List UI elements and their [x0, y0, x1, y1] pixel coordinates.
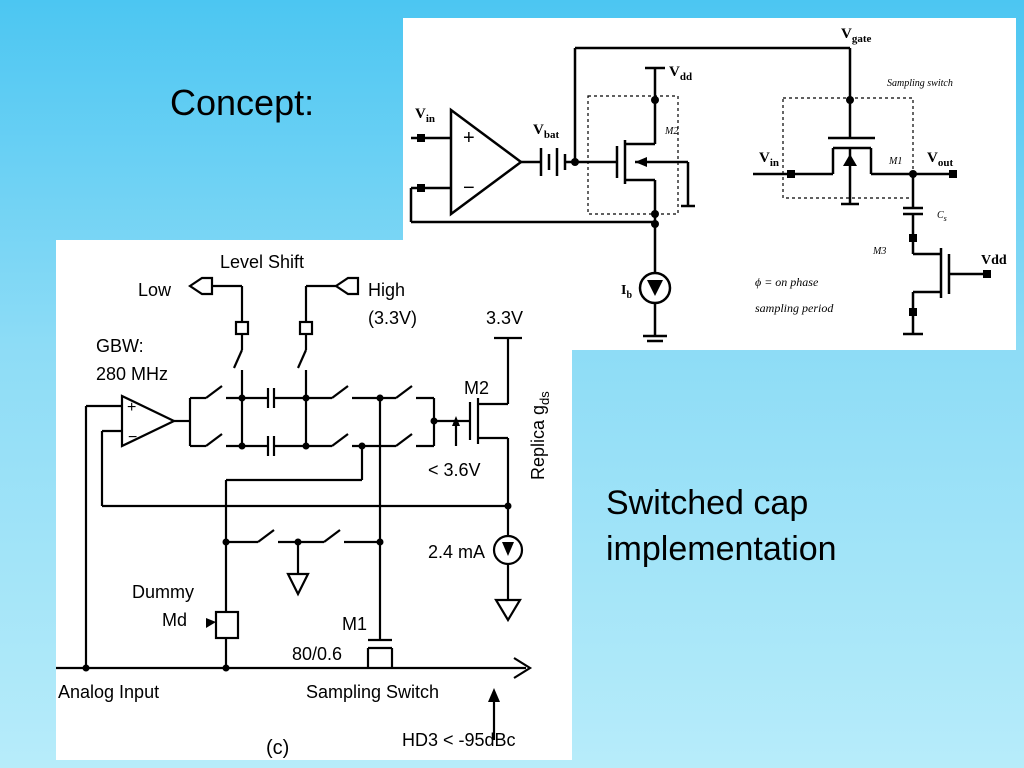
phi-line-2: sampling period [755, 301, 834, 315]
bias-current-label: 2.4 mA [428, 542, 485, 562]
switched-cap-diagram: + − Level Shift Low High (3.3V) 3.3V GBW… [56, 252, 552, 759]
opamp-symbol [449, 107, 524, 217]
phi-line-1: ϕ = on phase [755, 275, 819, 289]
m1-size-label: 80/0.6 [292, 644, 342, 664]
vbat-label: Vbat [533, 122, 559, 141]
level-shift-label: Level Shift [220, 252, 304, 272]
gbw-value: 280 MHz [96, 364, 168, 384]
md-label: Md [162, 610, 187, 630]
vin2-label: Vin [759, 150, 779, 169]
gbw-label: GBW: [96, 336, 144, 356]
caption-line-1: Switched cap [606, 484, 809, 522]
switched-cap-panel: + − Level Shift Low High (3.3V) 3.3V GBW… [56, 240, 572, 760]
supply-33v-label: 3.3V [486, 308, 523, 328]
high-voltage-label: (3.3V) [368, 308, 417, 328]
vgate-label: Vgate [841, 26, 872, 45]
analog-input-label: Analog Input [58, 682, 159, 702]
replica-gds-label: Replica gds [528, 391, 552, 480]
hd3-label: HD3 < -95dBc [402, 730, 516, 750]
svg-text:−: − [128, 429, 137, 446]
vout-label: Vout [927, 150, 953, 169]
caption-line-2: implementation [606, 530, 837, 568]
svg-text:+: + [463, 127, 475, 149]
dummy-label: Dummy [132, 582, 194, 602]
figure-label: (c) [266, 737, 289, 759]
m2-label: M2 [464, 378, 489, 398]
high-label: High [368, 280, 405, 300]
concept-heading: Concept: [170, 82, 315, 123]
m3-label: M3 [872, 246, 886, 257]
m2-label: M2 [664, 126, 678, 137]
vdd-right-label: Vdd [981, 253, 1007, 268]
m1-label: M1 [888, 156, 902, 167]
cs-label: Cs [937, 210, 947, 223]
m1-label: M1 [342, 614, 367, 634]
ib-label: Ib [621, 283, 632, 301]
concept-circuit-diagram: + − Vin Vbat Vgate Vdd M2 Ib Sampling sw… [409, 26, 1007, 343]
sampling-switch-label: Sampling switch [887, 78, 953, 89]
low-label: Low [138, 280, 172, 300]
opamp-symbol [120, 394, 177, 448]
vdd-top-label: Vdd [669, 64, 692, 83]
switched-cap-caption: Switched cap implementation [606, 480, 837, 572]
sampling-switch-label: Sampling Switch [306, 682, 439, 702]
svg-text:−: − [463, 177, 475, 199]
vin-label: Vin [415, 106, 435, 125]
vgs-limit-label: < 3.6V [428, 460, 481, 480]
svg-text:+: + [127, 399, 136, 416]
